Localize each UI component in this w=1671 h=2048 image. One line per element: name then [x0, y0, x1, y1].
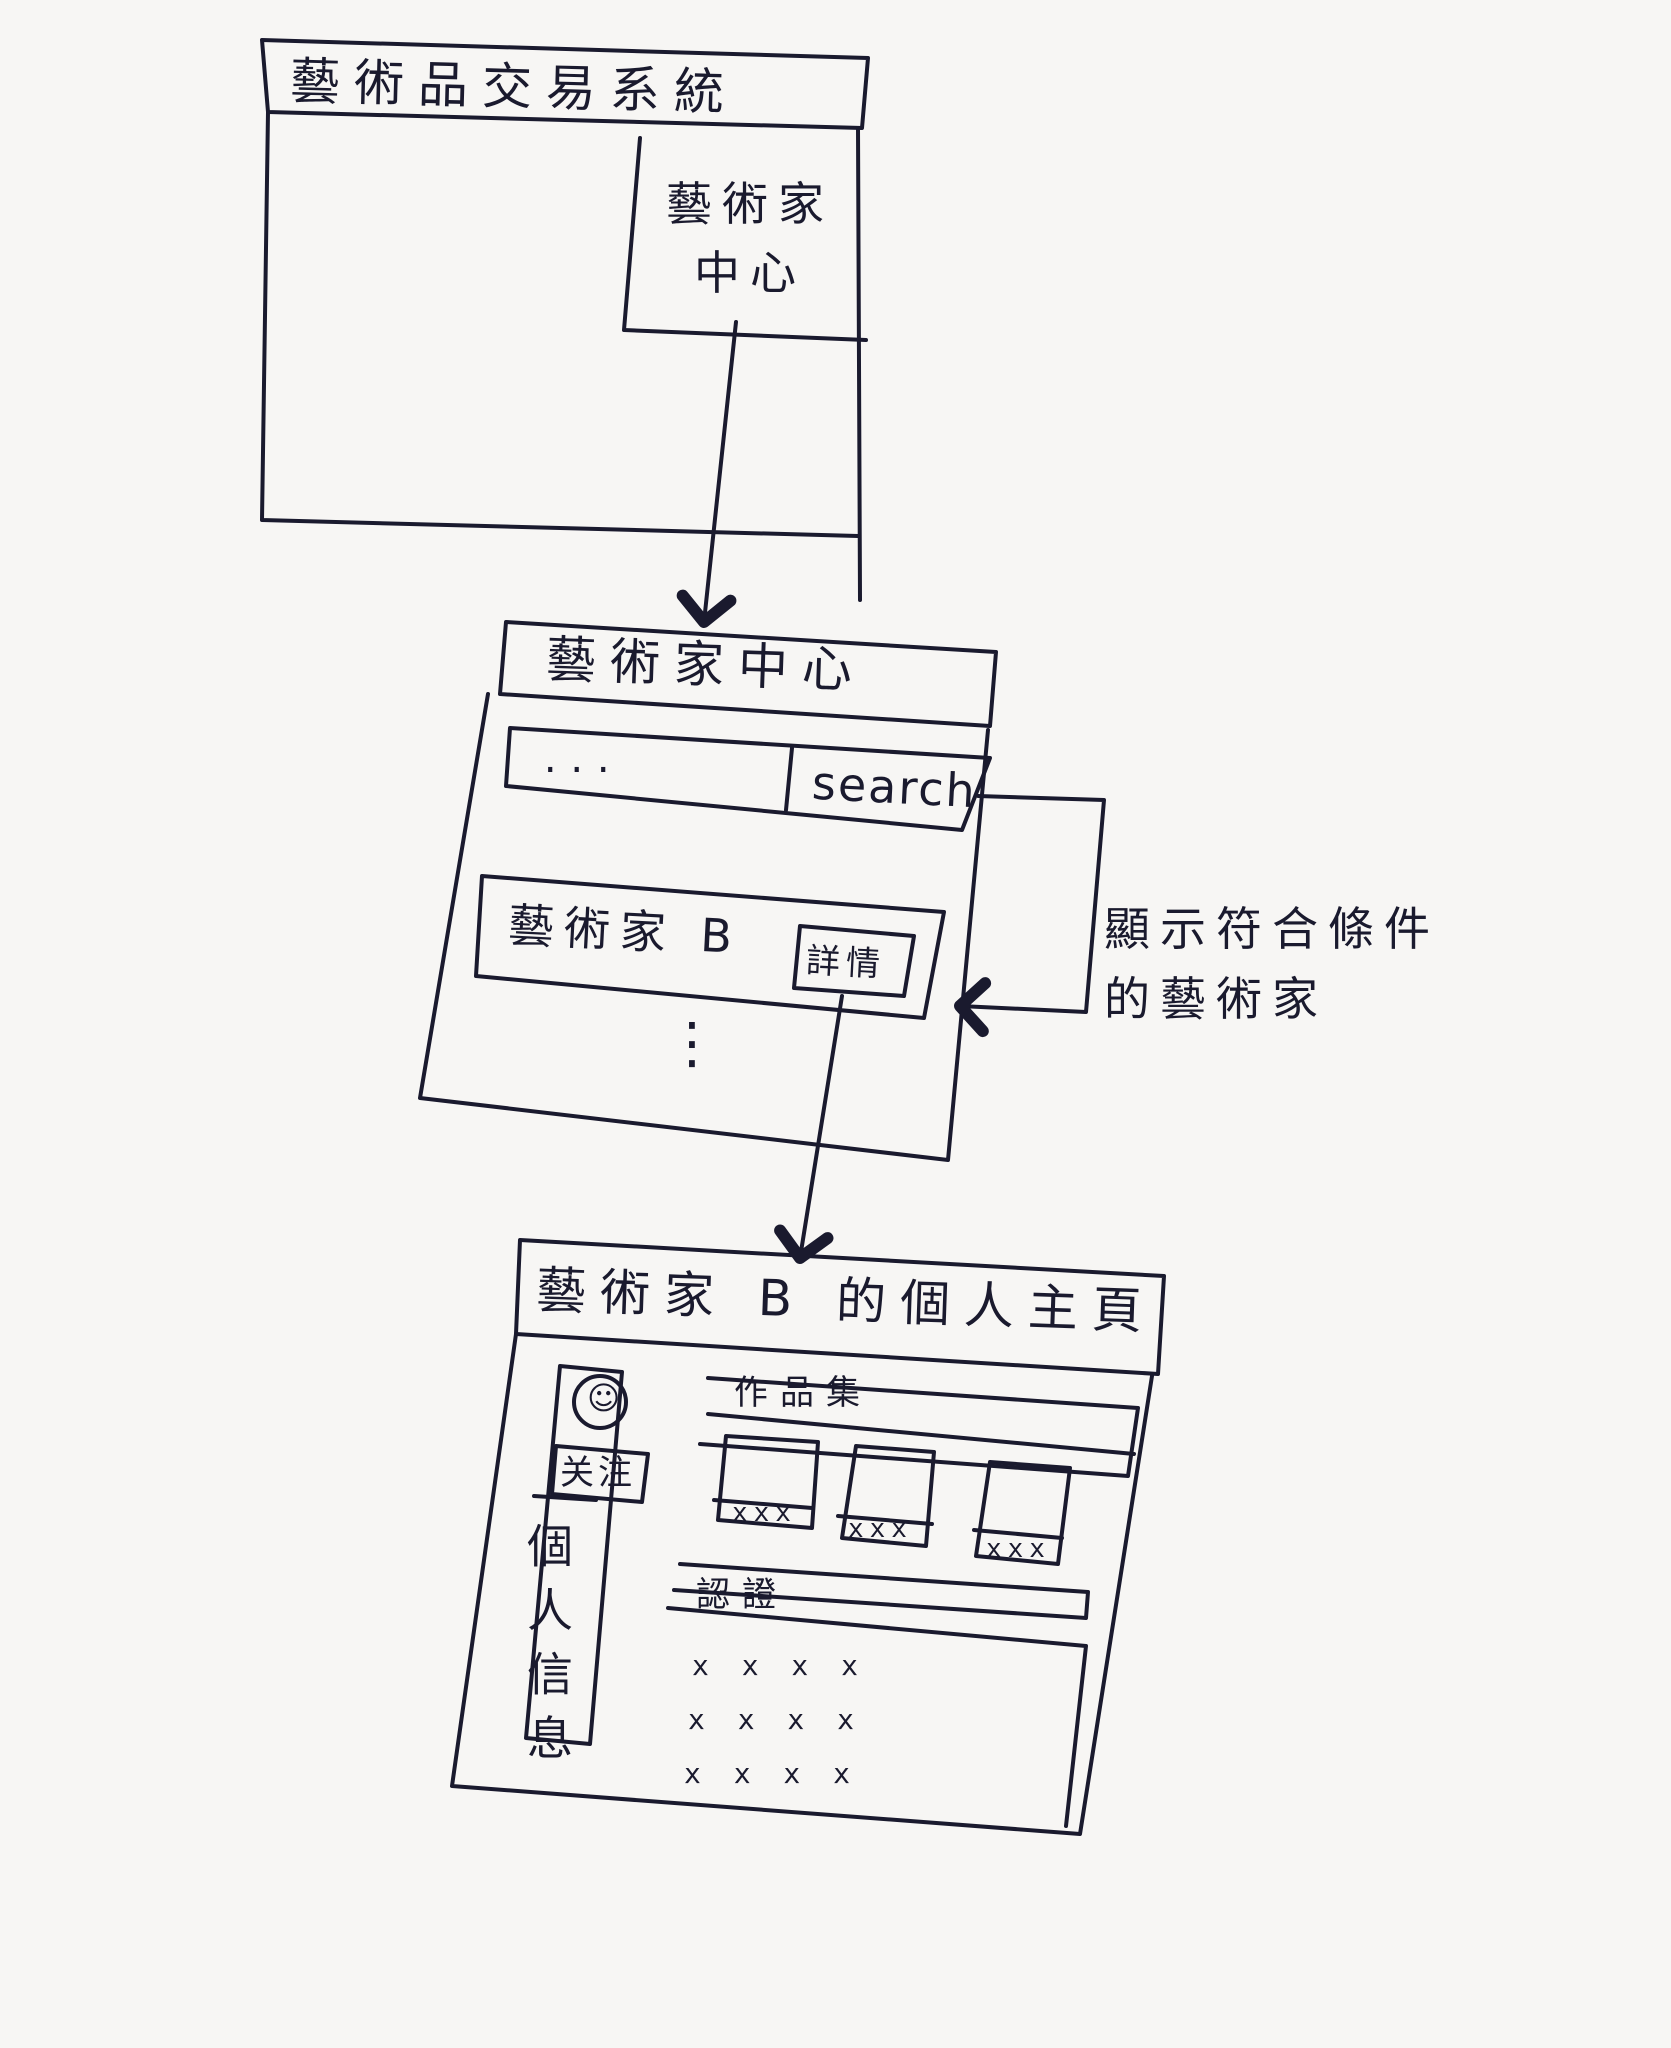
screen2-title: 藝術家中心 [545, 630, 867, 700]
certification-row: x x x x [688, 1703, 863, 1736]
detail-button-label: 詳情 [805, 940, 887, 986]
portfolio-heading: 作品集 [734, 1373, 872, 1413]
search-annotation-line1: 顯示符合條件 [1104, 902, 1440, 956]
screen3-frame [450, 1238, 1166, 1836]
portfolio-item-caption: xxx [732, 1498, 797, 1528]
search-button-label: search [810, 755, 979, 819]
search-placeholder: ... [540, 741, 620, 781]
screen2-frame [418, 620, 998, 1162]
certification-heading: 認證 [696, 1575, 788, 1615]
avatar-icon: ☺ [587, 1379, 621, 1417]
portfolio-item-caption: xxx [848, 1514, 913, 1544]
artist-center-nav-label: 藝術家中心 [666, 177, 834, 300]
screen1-title: 藝術品交易系統 [289, 52, 739, 122]
search-button[interactable]: search [811, 756, 978, 819]
detail-button[interactable]: 詳情 [805, 940, 887, 986]
screen1-frame [260, 38, 870, 602]
arrow-to-artist-center [676, 320, 738, 628]
certification-row: x x x x [692, 1649, 867, 1682]
follow-button[interactable]: 关注 [560, 1456, 636, 1490]
search-input[interactable]: ... [540, 744, 770, 784]
portfolio-item-caption: xxx [986, 1534, 1051, 1564]
follow-button-label: 关注 [560, 1453, 636, 1493]
certification-row: x x x x [684, 1757, 859, 1790]
search-result-loop-arrow [954, 794, 1106, 1038]
search-annotation-line2: 的藝術家 [1104, 972, 1328, 1026]
result-item-artist-b: 藝術家 B [507, 898, 744, 964]
personal-info-panel: 個人信息 [520, 1522, 574, 1778]
artist-center-nav-button[interactable]: 藝術家中心 [660, 170, 840, 308]
arrow-to-artist-page [774, 994, 844, 1264]
more-results-indicator: ⋮ [664, 1011, 738, 1076]
